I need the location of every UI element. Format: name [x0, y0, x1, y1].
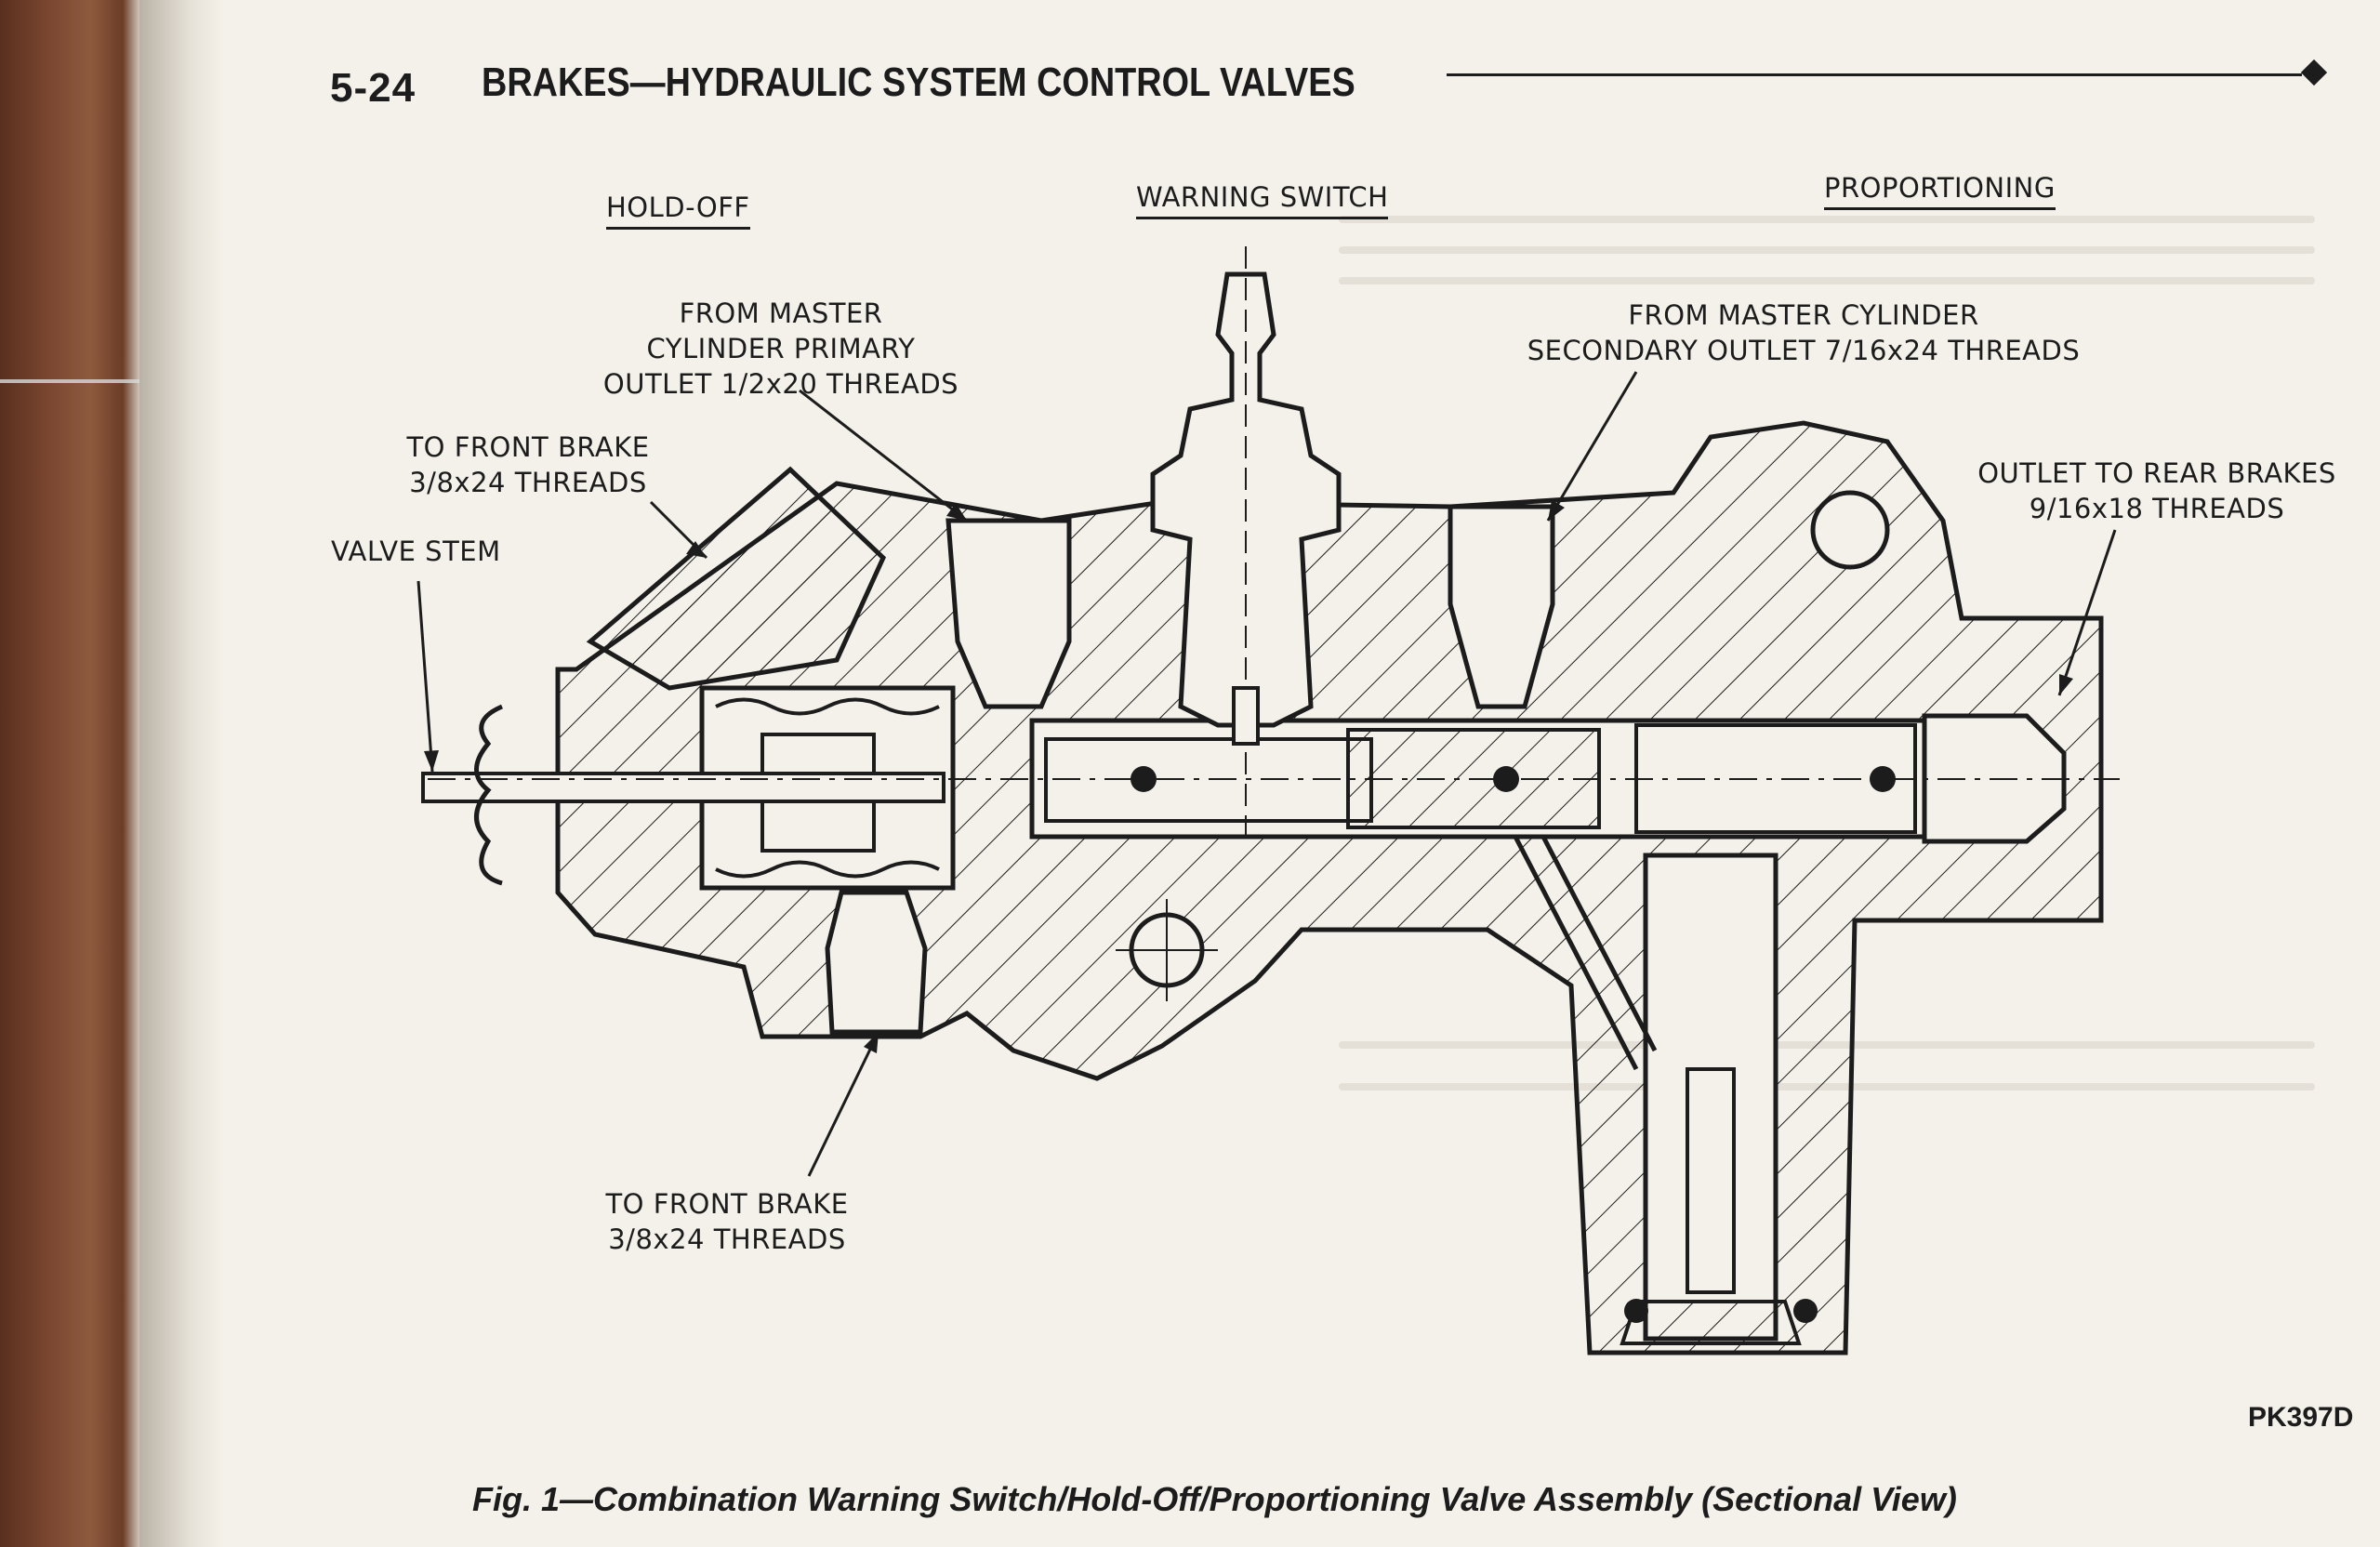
callout-from-master-secondary: FROM MASTER CYLINDER SECONDARY OUTLET 7/… [1506, 298, 2101, 368]
callout-line: 9/16x18 THREADS [2029, 493, 2285, 524]
page-gutter-shadow [139, 0, 223, 1547]
header-rule [1447, 73, 2302, 76]
o-ring [1870, 766, 1896, 792]
leader-rear-outlet [2057, 529, 2117, 696]
callout-line: FROM MASTER CYLINDER [1628, 299, 1979, 331]
show-through-line [1339, 277, 2315, 284]
arrow-icon [864, 1032, 879, 1053]
crossover-passage [1540, 835, 1658, 1052]
leader-valve-stem [416, 580, 434, 773]
hold-off-spring [715, 697, 940, 879]
primary-inlet-port [945, 518, 1072, 709]
callout-line: OUTLET 1/2x20 THREADS [602, 368, 959, 400]
valve-stem [421, 772, 945, 803]
cartridge-cap [1620, 1300, 1802, 1345]
page-number: 5-24 [330, 65, 416, 111]
o-ring [1793, 1299, 1818, 1323]
figure-caption: Fig. 1—Combination Warning Switch/Hold-O… [472, 1480, 1957, 1518]
arrow-icon [946, 503, 967, 521]
callout-line: FROM MASTER [679, 298, 883, 329]
show-through-line [1339, 216, 2315, 223]
crossover-passage [1513, 835, 1639, 1071]
callout-line: 3/8x24 THREADS [608, 1223, 846, 1255]
callout-line: OUTLET TO REAR BRAKES [1977, 457, 2336, 489]
heading-warning-switch: WARNING SWITCH [1136, 179, 1389, 219]
mounting-hole [1810, 490, 1890, 570]
figure-code: PK397D [2248, 1402, 2354, 1433]
stem-boot [474, 704, 504, 886]
callout-line: SECONDARY OUTLET 7/16x24 THREADS [1527, 335, 2081, 366]
leader-front-brake-lower [807, 1031, 880, 1177]
callout-line: TO FRONT BRAKE [406, 431, 650, 463]
show-through-line [1339, 246, 2315, 254]
callout-to-front-brake-upper: TO FRONT BRAKE 3/8x24 THREADS [379, 430, 677, 500]
arrow-icon [424, 750, 439, 772]
callout-outlet-rear-brakes: OUTLET TO REAR BRAKES 9/16x18 THREADS [1962, 456, 2352, 526]
callout-valve-stem: VALVE STEM [331, 534, 501, 569]
arrow-icon [686, 541, 707, 558]
callout-from-master-primary: FROM MASTER CYLINDER PRIMARY OUTLET 1/2x… [586, 296, 976, 402]
lower-front-brake-port [825, 890, 928, 1035]
spine-thread [0, 379, 139, 383]
callout-line: 3/8x24 THREADS [409, 467, 647, 498]
arrow-icon [2059, 674, 2073, 695]
heading-proportioning: PROPORTIONING [1824, 170, 2056, 210]
callout-to-front-brake-lower: TO FRONT BRAKE 3/8x24 THREADS [578, 1186, 876, 1257]
section-title: BRAKES—HYDRAULIC SYSTEM CONTROL VALVES [482, 60, 1355, 105]
book-spine [0, 0, 139, 1547]
o-ring [1624, 1299, 1648, 1323]
proportioning-plunger [1686, 1067, 1736, 1294]
switch-plunger [1232, 686, 1260, 746]
arrow-icon [1548, 500, 1565, 521]
callout-line: CYLINDER PRIMARY [646, 333, 916, 364]
heading-hold-off: HOLD-OFF [606, 190, 750, 230]
callout-line: TO FRONT BRAKE [605, 1188, 849, 1220]
leader-secondary-inlet [1546, 371, 1638, 522]
front-brake-boss [586, 466, 887, 691]
callout-line: VALVE STEM [331, 536, 501, 567]
leader-primary-inlet [799, 389, 968, 522]
